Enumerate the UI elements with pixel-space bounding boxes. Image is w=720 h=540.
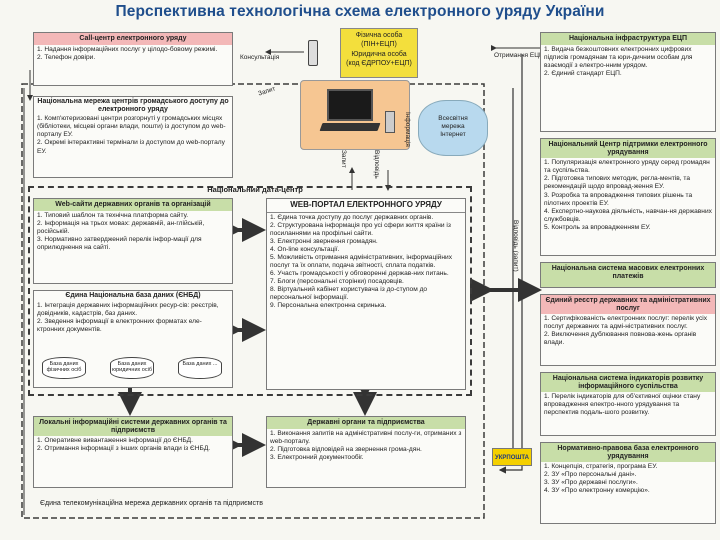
- infrastructure-box: Національна інфраструктура ЕЦП 1. Видача…: [540, 32, 716, 132]
- datacenter-frame: [28, 186, 472, 396]
- person-line: Юридична особа: [351, 50, 407, 58]
- portal-item: 6. Участь громадськості у обговоренні де…: [270, 270, 449, 278]
- registry-item: 2. Виключення дублювання повнова-жень ор…: [544, 331, 697, 347]
- internet-line: мережа: [441, 122, 465, 130]
- legal-box: Нормативно-правова база електронного уря…: [540, 442, 716, 524]
- national-network-item: 2. Окремі інтерактивні термінали із дост…: [37, 139, 225, 155]
- national-network-title: Національна мережа центрів громадського …: [34, 97, 232, 115]
- legal-item: 3. ЗУ «Про державні послуги».: [544, 479, 638, 487]
- local-systems-item: 2. Отримання інформації з інших органів …: [37, 445, 211, 453]
- gov-bodies-box: Державні органи та підприємства 1. Викон…: [266, 416, 466, 488]
- registry-item: 1. Сертифікованість електронних послуг: …: [544, 315, 708, 331]
- person-line: (ПІН+ЕЦП): [361, 41, 397, 49]
- gov-bodies-item: 3. Електронний документообіг.: [270, 453, 364, 461]
- support-center-item: 4. Експертно-наукова діяльність, навчан-…: [544, 207, 712, 223]
- infrastructure-title: Національна інфраструктура ЕЦП: [541, 33, 715, 45]
- local-systems-item: 1. Оперативне вивантаження інформації до…: [37, 437, 193, 445]
- national-network-item: 1. Комп'ютеризовані центри розгорнуті у …: [37, 115, 226, 139]
- portal-item: 9. Персональна електронна скринька.: [270, 302, 387, 310]
- gov-bodies-item: 1. Виконання запитів на адміністративні …: [270, 429, 462, 445]
- indicators-item: 1. Перелік індикаторів для об'єктивної о…: [544, 393, 701, 417]
- local-systems-box: Локальні інформаційні системи державних …: [33, 416, 233, 488]
- support-center-item: 5. Контроль за впровадженням ЕУ.: [544, 223, 651, 231]
- websites-item: 1. Типовий шаблон та технічна платформа …: [37, 211, 189, 219]
- laptop-keyboard-icon: [319, 123, 381, 131]
- feedback-arrow: [498, 54, 523, 474]
- laptop-icon: [327, 89, 373, 121]
- internet-line: Інтернет: [440, 130, 466, 138]
- indicators-box: Національна система індикаторів розвитку…: [540, 372, 716, 436]
- call-center-item: 1. Надання інформаційних послуг у цілодо…: [37, 45, 218, 53]
- telecom-label: Єдина телекомунікаційна мережа державних…: [40, 500, 263, 507]
- feedback-label: Відповідь (запит): [512, 220, 519, 272]
- websites-title: Web-сайти державних органів та організац…: [34, 199, 232, 211]
- national-network-box: Національна мережа центрів громадського …: [33, 96, 233, 178]
- portal-item: 1. Єдина точка доступу до послуг державн…: [270, 213, 434, 221]
- legal-item: 1. Концепція, стратегія, програма ЕУ.: [544, 463, 658, 471]
- local-systems-title: Локальні інформаційні системи державних …: [34, 417, 232, 437]
- gov-bodies-item: 2. Підготовка відповідей на звернення гр…: [270, 445, 422, 453]
- portal-item: 8. Віртуальний кабінет користувача із до…: [270, 286, 428, 302]
- person-line: (код ЄДРПОУ+ЕЦП): [346, 60, 412, 68]
- page-title: Перспективна технологічна схема електрон…: [115, 3, 605, 20]
- single-db-item: 1. Інтеграція державних інформаційних ре…: [37, 301, 219, 317]
- registry-title: Єдиний реєстр державних та адміністратив…: [541, 295, 715, 315]
- websites-item: 3. Нормативно затверджений перелік інфор…: [37, 235, 202, 251]
- infrastructure-item: 2. Єдиний стандарт ЕЦП.: [544, 69, 622, 77]
- internet-cloud: Всесвітня мережа Інтернет: [418, 100, 488, 156]
- payments-title: Національна система масових електронних …: [541, 263, 715, 287]
- infrastructure-item: 1. Видача безкоштовних електронних цифро…: [544, 45, 693, 69]
- indicators-title: Національна система індикаторів розвитку…: [541, 373, 715, 393]
- mobile-icon: [385, 111, 395, 133]
- websites-item: 2. Інформація на трьох мовах: державній,…: [37, 219, 205, 235]
- internet-line: Всесвітня: [438, 115, 468, 122]
- person-box: Фізична особа (ПІН+ЕЦП) Юридична особа (…: [340, 28, 418, 78]
- db-cylinder: База даних юридичних осіб: [110, 357, 154, 379]
- payments-box: Національна система масових електронних …: [540, 262, 716, 288]
- single-db-box: Єдина Національна база даних (ЄНБД) 1. І…: [33, 290, 233, 388]
- portal-box: WEB-ПОРТАЛ ЕЛЕКТРОННОГО УРЯДУ 1. Єдина т…: [266, 198, 466, 390]
- answer-label: Відповідь: [373, 150, 380, 179]
- single-db-item: 2. Зведення інформації в електронних фор…: [37, 317, 202, 333]
- request2-label: Запит: [340, 150, 347, 168]
- db-cylinder: База даних ...: [178, 357, 222, 379]
- legal-item: 4. ЗУ «Про електронну комерцію».: [544, 487, 650, 495]
- support-center-item: 1. Популяризація електронного уряду сере…: [544, 159, 710, 175]
- gov-bodies-title: Державні органи та підприємства: [267, 417, 465, 429]
- receiving-ecp-label: Отримання ЕЦП: [494, 52, 544, 59]
- websites-box: Web-сайти державних органів та організац…: [33, 198, 233, 284]
- call-center-item: 2. Телефон довіри.: [37, 53, 96, 61]
- legal-title: Нормативно-правова база електронного уря…: [541, 443, 715, 463]
- single-db-title: Єдина Національна база даних (ЄНБД): [34, 291, 232, 301]
- phone-icon: [308, 40, 318, 66]
- support-center-box: Національний Центр підтримки електронног…: [540, 138, 716, 256]
- portal-item: 3. Електронні звернення громадян.: [270, 237, 378, 245]
- call-center-box: Call-центр електронного уряду 1. Надання…: [33, 32, 233, 86]
- db-cylinder: База даних фізичних осіб: [42, 357, 86, 379]
- call-center-title: Call-центр електронного уряду: [34, 33, 232, 45]
- consultation-label: Консультація: [240, 54, 280, 61]
- datacenter-title: Національний дата-центр: [207, 185, 303, 194]
- registry-box: Єдиний реєстр державних та адміністратив…: [540, 294, 716, 366]
- portal-item: 2. Структурована інформація про усі сфер…: [270, 221, 451, 237]
- legal-item: 2. ЗУ «Про персональні дані».: [544, 471, 637, 479]
- support-center-item: 3. Розробка та впровадження типових ріше…: [544, 191, 693, 207]
- portal-item: 4. On-line консультації.: [270, 245, 340, 253]
- support-center-title: Національний Центр підтримки електронног…: [541, 139, 715, 159]
- support-center-item: 2. Підготовка типових методик, регла-мен…: [544, 175, 691, 191]
- portal-item: 7. Блоги (персональні сторінки) посадовц…: [270, 278, 404, 286]
- person-line: Фізична особа: [355, 32, 403, 39]
- laptop-panel: [300, 80, 410, 150]
- portal-title: WEB-ПОРТАЛ ЕЛЕКТРОННОГО УРЯДУ: [267, 199, 465, 213]
- portal-item: 5. Можливість отримання адміністративних…: [270, 253, 452, 269]
- ukrposhta-logo: УКРПОШТА: [492, 448, 532, 466]
- information-label: Інформація: [404, 112, 411, 147]
